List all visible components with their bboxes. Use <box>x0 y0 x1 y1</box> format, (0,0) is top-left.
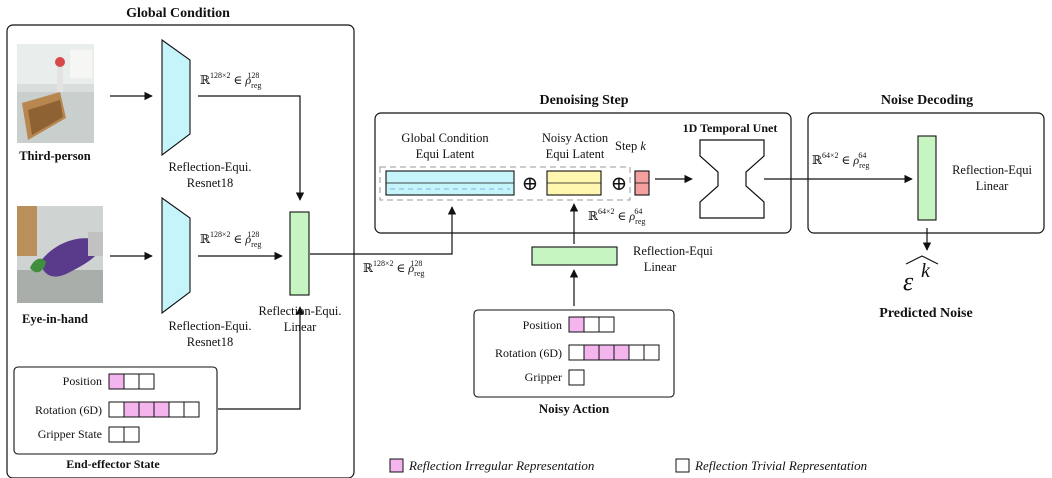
encoder-third-label-2: Resnet18 <box>187 176 234 190</box>
denoising-linear-label-2: Linear <box>644 260 677 274</box>
unet-output-dim: ℝ64×2∈ ρreg64 <box>812 151 869 170</box>
noisy-latent-dim: ℝ64×2∈ ρreg64 <box>588 207 645 226</box>
decoding-linear-label-2: Linear <box>976 179 1009 193</box>
arrow-linear-to-denoising <box>310 206 457 255</box>
denoising-panel <box>374 112 792 234</box>
global-linear-block <box>289 211 310 296</box>
ee-state-panel <box>13 366 218 455</box>
na-rotation-label: Rotation (6D) <box>495 346 562 360</box>
encoder-third-label-1: Reflection-Equi. <box>169 160 252 174</box>
plus-2: ⊕ <box>611 173 628 195</box>
global-latent-dim: ℝ128×2∈ ρreg128 <box>363 259 424 278</box>
temporal-unet-shape <box>699 139 765 219</box>
decoding-linear-label-1: Reflection-Equi <box>952 163 1032 177</box>
noisy-latent-label-2: Equi Latent <box>546 147 605 161</box>
epsilon-symbol: ε <box>903 267 914 296</box>
epsilon-hat <box>905 255 939 265</box>
feature-dim-top: ℝ128×2∈ ρreg128 <box>200 71 261 90</box>
decoding-linear-block <box>917 135 937 221</box>
na-position-label: Position <box>523 318 562 332</box>
denoising-title: Denoising Step <box>539 93 628 108</box>
arrow-encoder-top-to-linear <box>198 95 305 201</box>
global-latent-label-1: Global Condition <box>401 131 489 145</box>
global-condition-panel <box>6 24 355 478</box>
noise-decoding-panel <box>807 112 1045 234</box>
denoising-linear-label-1: Reflection-Equi <box>633 244 713 258</box>
na-rotation-cells <box>568 344 660 361</box>
ee-rotation-label: Rotation (6D) <box>35 403 102 417</box>
noisy-action-title: Noisy Action <box>539 401 610 416</box>
legend-trivial-label: Reflection Trivial Representation <box>694 458 867 473</box>
eye-in-hand-image <box>17 206 103 303</box>
na-position-cells <box>568 316 615 333</box>
na-gripper-label: Gripper <box>525 370 562 384</box>
concat-outline <box>379 166 631 201</box>
ee-position-cells <box>108 373 155 390</box>
ee-state-title: End-effector State <box>66 457 160 471</box>
encoder-eye-label-1: Reflection-Equi. <box>169 319 252 333</box>
noise-decoding-title: Noise Decoding <box>881 93 973 108</box>
noisy-latent-label-1: Noisy Action <box>542 131 609 145</box>
encoder-eye-in-hand <box>161 196 191 315</box>
third-person-image <box>17 44 94 143</box>
ee-gripper-label: Gripper State <box>38 427 102 441</box>
legend-irregular-label: Reflection Irregular Representation <box>408 458 594 473</box>
ee-gripper-cells <box>108 426 140 443</box>
legend-trivial-swatch <box>675 458 690 473</box>
third-person-label: Third-person <box>19 149 91 163</box>
legend-irregular-swatch <box>389 458 404 473</box>
global-condition-title: Global Condition <box>126 6 230 21</box>
global-latent-label-2: Equi Latent <box>416 147 475 161</box>
ee-position-label: Position <box>63 374 102 388</box>
unet-label: 1D Temporal Unet <box>683 121 778 135</box>
plus-1: ⊕ <box>522 173 539 195</box>
denoising-linear-block <box>531 246 618 266</box>
encoder-third-person <box>161 38 191 157</box>
ee-rotation-cells <box>108 401 200 418</box>
noisy-action-panel <box>473 309 675 398</box>
eye-in-hand-label: Eye-in-hand <box>22 312 88 326</box>
encoder-eye-label-2: Resnet18 <box>187 335 234 349</box>
epsilon-superscript: k <box>921 260 931 282</box>
feature-dim-bottom: ℝ128×2∈ ρreg128 <box>200 230 261 249</box>
step-label: Step k <box>615 139 646 153</box>
na-gripper-cell <box>568 369 585 386</box>
predicted-noise-label: Predicted Noise <box>879 306 972 321</box>
arrow-ee-to-linear <box>218 306 305 410</box>
